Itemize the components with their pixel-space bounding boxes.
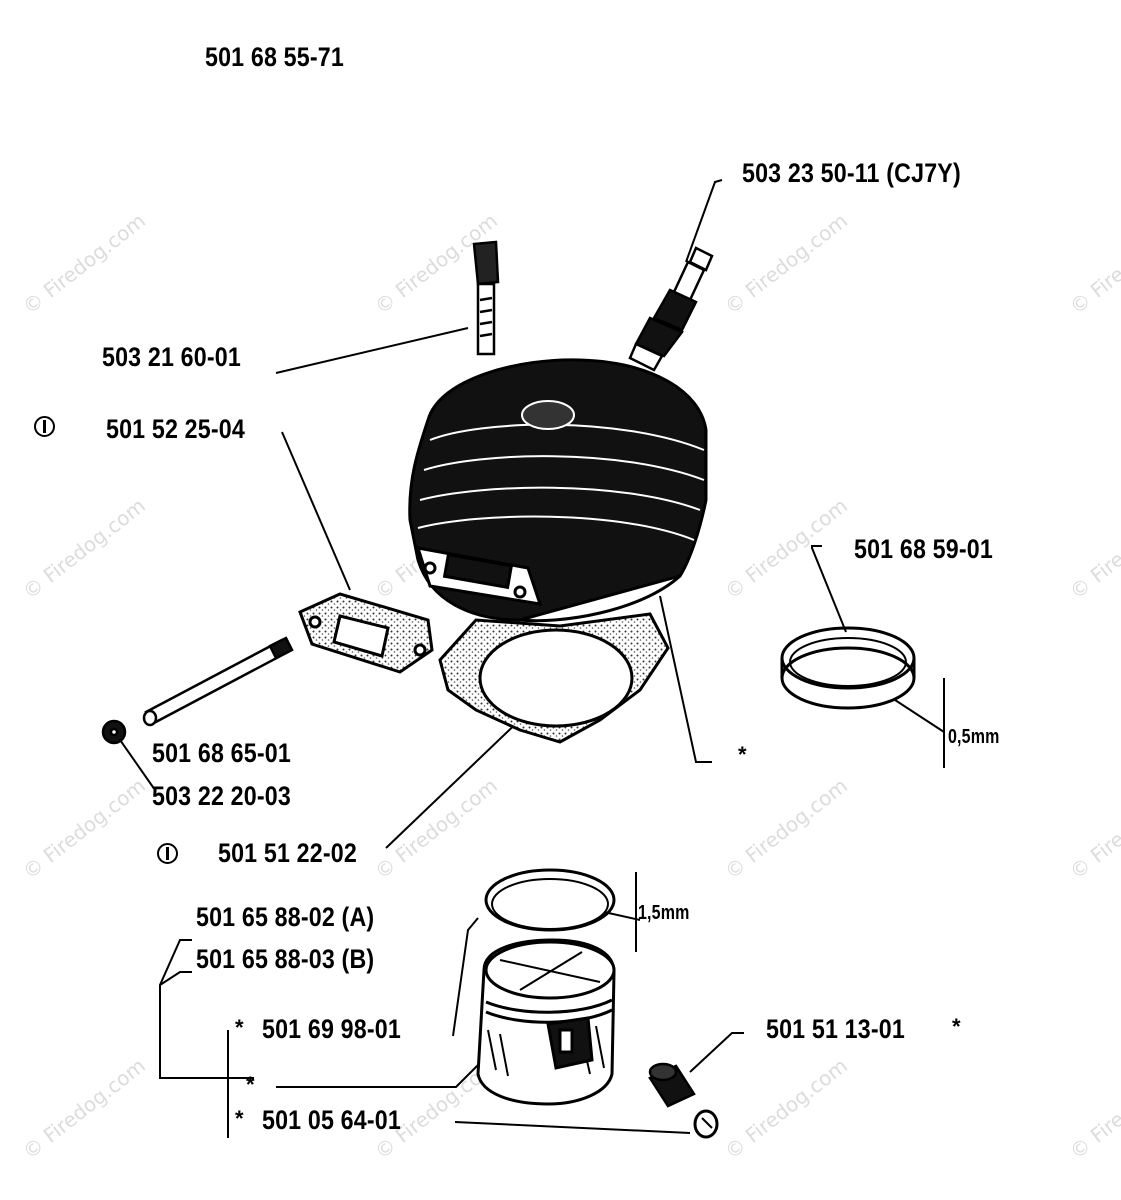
cylinder-drawing <box>408 358 708 623</box>
upper-piston-ring-label: 501 68 59-01 <box>854 534 993 564</box>
asterisk-marker: * <box>235 1015 244 1040</box>
needle-bearing-drawing <box>648 1062 696 1108</box>
muffler-gasket-drawing <box>298 592 434 674</box>
spark-plug-drawing <box>628 246 714 372</box>
cylinder-bolt-label: 503 21 60-01 <box>102 342 241 372</box>
cylinder-gasket-drawing <box>438 612 670 744</box>
circlip-label: 501 05 64-01 <box>262 1105 401 1135</box>
assembly-number-label: 501 68 55-71 <box>205 42 344 72</box>
circled-one-icon <box>34 416 55 437</box>
upper-piston-ring-drawing <box>780 626 916 710</box>
asterisk-marker: * <box>246 1072 255 1097</box>
piston-assembly-a-label: 501 65 88-02 (A) <box>196 902 375 932</box>
muffler-nut-label: 503 22 20-03 <box>152 781 291 811</box>
muffler-stud-drawing <box>142 636 294 727</box>
cylinder-gasket-label: 501 51 22-02 <box>218 838 357 868</box>
muffler-stud-label: 501 68 65-01 <box>152 738 291 768</box>
asterisk-marker: * <box>235 1106 244 1131</box>
circlip-drawing <box>693 1109 719 1139</box>
lower-ring-thickness-label: 1,5mm <box>638 902 690 924</box>
spark-plug-label: 503 23 50-11 (CJ7Y) <box>742 158 961 188</box>
leader-lines <box>117 179 945 1138</box>
needle-bearing-label: 501 51 13-01 <box>766 1014 905 1044</box>
piston-drawing <box>476 938 616 1106</box>
asterisk-marker: * <box>738 742 747 767</box>
upper-ring-thickness-label: 0,5mm <box>948 726 1000 748</box>
piston-assembly-b-label: 501 65 88-03 (B) <box>196 944 375 974</box>
cylinder-bolt-drawing <box>472 240 500 356</box>
lower-piston-ring-drawing <box>484 868 616 932</box>
muffler-gasket-label: 501 52 25-04 <box>106 414 245 444</box>
muffler-nut-drawing <box>101 719 127 745</box>
circled-one-icon <box>157 843 178 864</box>
piston-ring-label: 501 69 98-01 <box>262 1014 401 1044</box>
asterisk-marker: * <box>952 1014 961 1039</box>
